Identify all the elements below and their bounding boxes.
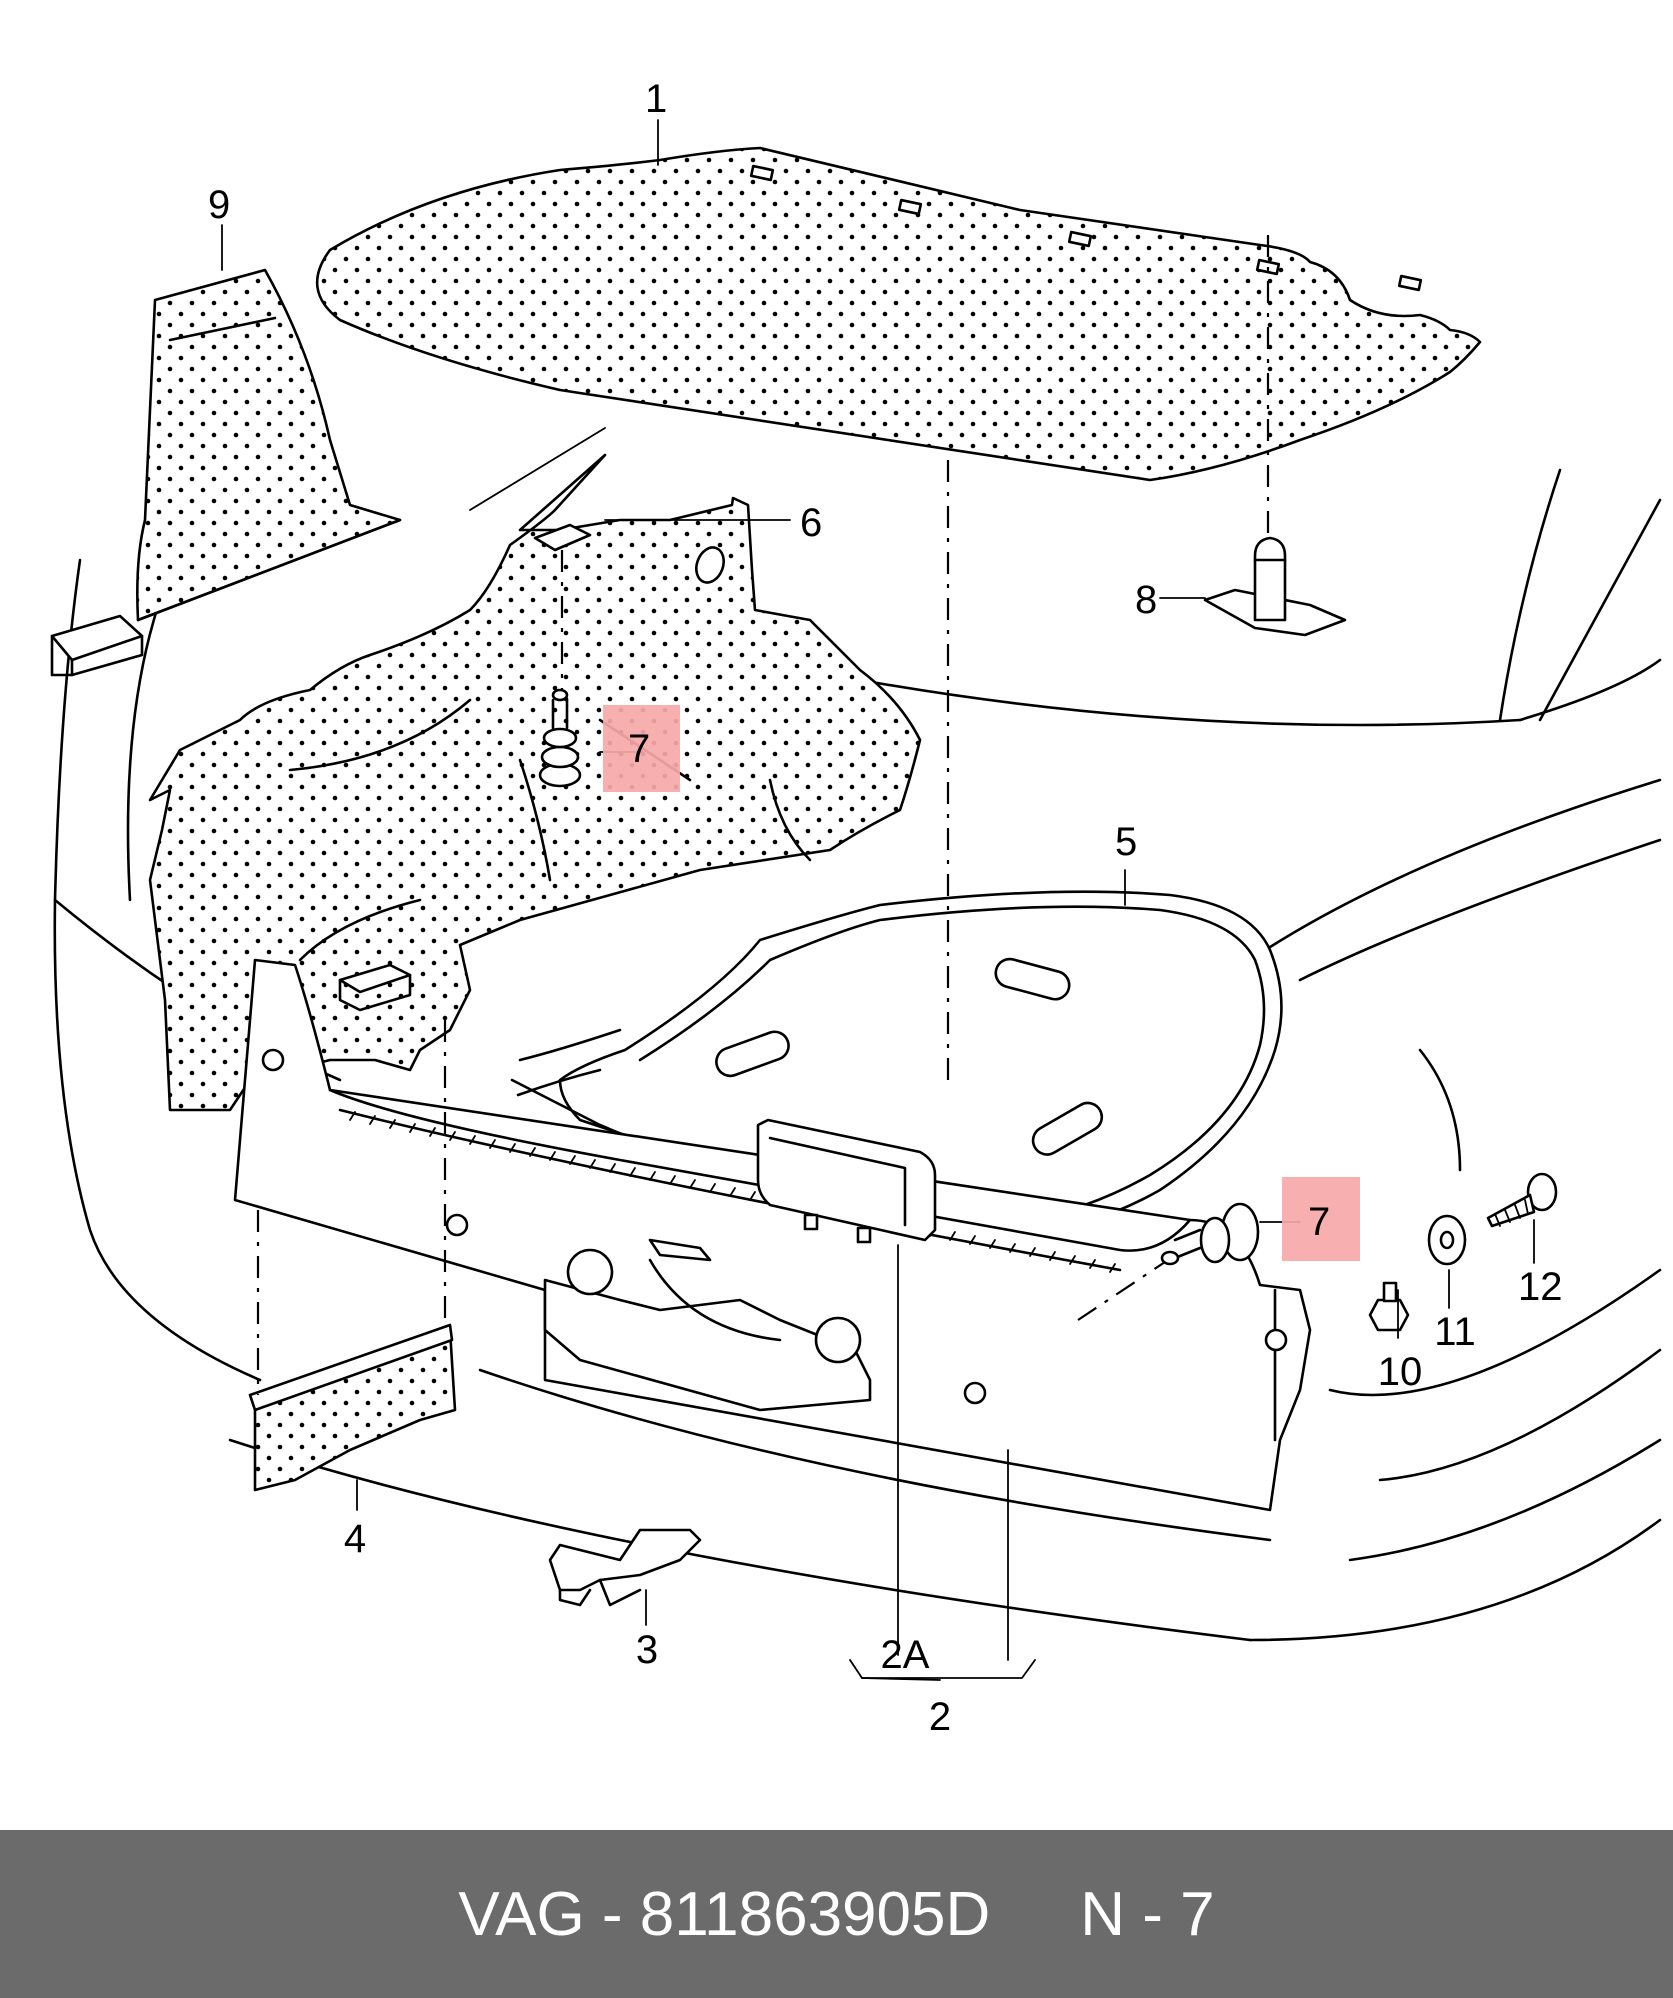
bracket-clip: [548, 1528, 702, 1607]
callout-11: 11: [1434, 1310, 1476, 1354]
diagram-position: N - 7: [1080, 1879, 1215, 1949]
highlight-box-right: [1282, 1177, 1360, 1261]
callout-7-right: 7: [1308, 1200, 1330, 1244]
callout-12: 12: [1518, 1265, 1563, 1309]
side-trim-panel: [50, 268, 402, 677]
callout-labels: 1 9 6 8 7 5 7 12 11 10 4 3 2A 2: [208, 77, 1563, 1739]
parcel-shelf: [315, 146, 1482, 482]
callout-10: 10: [1378, 1350, 1423, 1394]
washer-11: [1427, 1214, 1467, 1266]
exploded-parts-diagram: 1 9 6 8 7 5 7 12 11 10 4 3 2A 2: [50, 77, 1662, 1739]
callout-8: 8: [1135, 578, 1157, 622]
part-reference: VAG - 811863905D: [458, 1879, 991, 1949]
callout-9: 9: [208, 183, 230, 227]
callout-5: 5: [1115, 820, 1137, 864]
highlight-box-upper: [603, 705, 680, 792]
wheel-housing-trim: [148, 427, 922, 1112]
callout-2a: 2A: [881, 1633, 930, 1677]
nut-10: [1368, 1281, 1410, 1332]
callout-3: 3: [636, 1628, 658, 1672]
callout-1: 1: [645, 77, 667, 121]
screw-12: [1486, 1172, 1558, 1228]
part-number-banner: VAG - 811863905D N - 7: [0, 1830, 1673, 1998]
callout-7-upper: 7: [628, 727, 650, 771]
insert-panel-2a: [756, 1118, 937, 1244]
callout-6: 6: [800, 501, 822, 545]
callout-4: 4: [344, 1517, 366, 1561]
leader-lines: [221, 119, 1535, 1681]
expanding-rivet-upper: [538, 688, 582, 788]
shelf-clip: [1203, 536, 1347, 637]
expanding-rivet-right: [1160, 1202, 1260, 1266]
callout-2: 2: [929, 1695, 951, 1739]
boot-lid-sill-trim: [233, 958, 1312, 1512]
lower-trim-strip: [248, 1323, 457, 1492]
